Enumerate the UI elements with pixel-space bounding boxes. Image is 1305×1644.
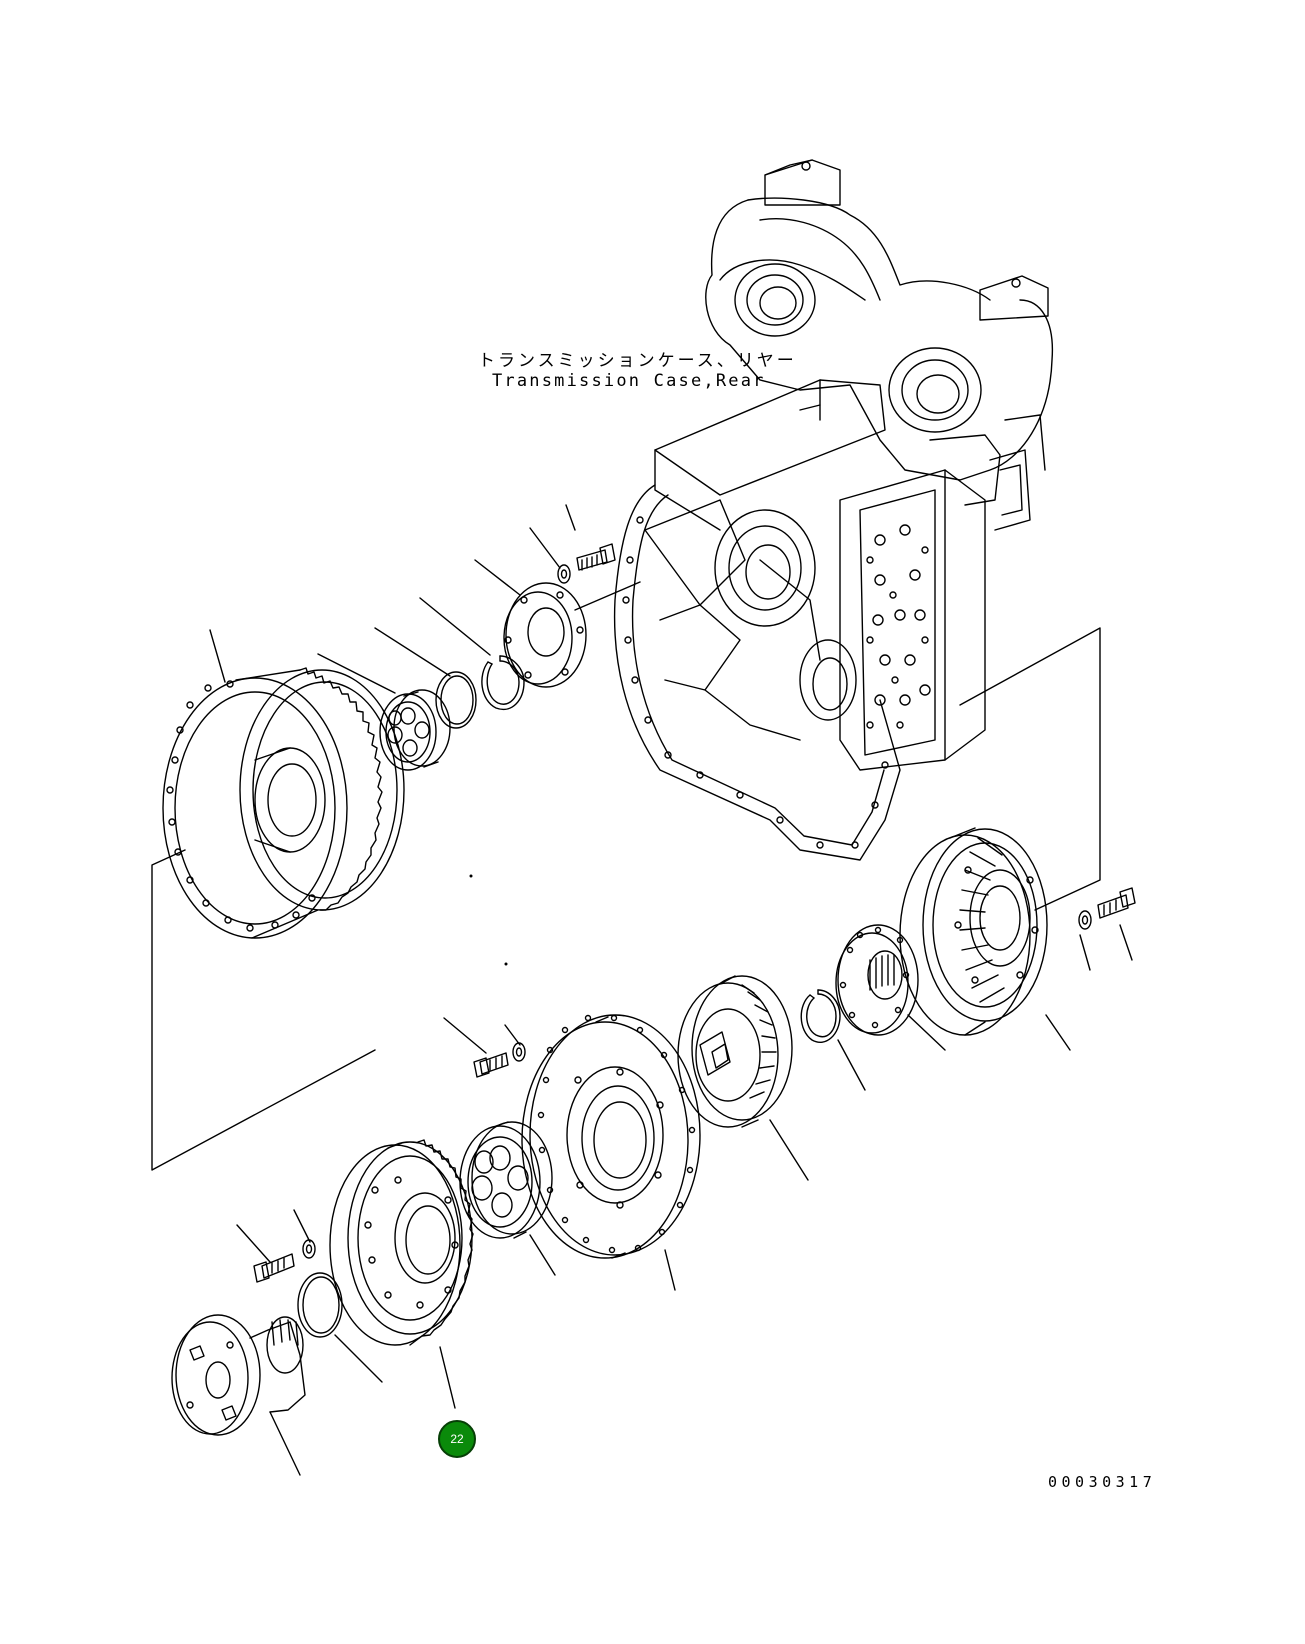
o-ring-lower bbox=[297, 1272, 343, 1338]
scan-dot bbox=[504, 962, 508, 966]
output-flange bbox=[171, 1314, 306, 1436]
bolt-right bbox=[1097, 887, 1136, 919]
stator-turbine bbox=[677, 975, 793, 1128]
washer-top bbox=[557, 564, 571, 584]
bolt-mid bbox=[473, 1052, 509, 1078]
figure-id: 00030317 bbox=[1048, 1473, 1157, 1491]
ring-gear-drum bbox=[162, 667, 405, 939]
drive-gear bbox=[329, 1139, 474, 1346]
leader-lines-upper bbox=[209, 504, 576, 694]
snap-ring-top bbox=[481, 655, 525, 711]
assembly-bracket-left bbox=[151, 849, 376, 1171]
part-callout-22[interactable]: 22 bbox=[438, 1420, 476, 1458]
retainer-plate-top bbox=[503, 582, 587, 688]
bolt-lower-left bbox=[253, 1253, 295, 1283]
leader-lines-lower bbox=[236, 924, 1133, 1476]
washer-lower-left bbox=[302, 1239, 316, 1259]
assembly-leader-upper bbox=[574, 581, 641, 611]
transmission-case-rear bbox=[613, 159, 1054, 861]
pump-housing-right bbox=[899, 827, 1048, 1036]
bolt-top bbox=[576, 543, 616, 571]
o-ring-top bbox=[435, 671, 477, 729]
case-label-english: Transmission Case,Rear bbox=[492, 371, 766, 391]
splined-hub bbox=[835, 924, 919, 1036]
scan-dot bbox=[469, 874, 473, 878]
bearing-lower bbox=[459, 1121, 553, 1239]
case-label-japanese: トランスミッションケース、リヤー bbox=[478, 351, 797, 371]
pump-cover-plate bbox=[521, 1014, 701, 1259]
snap-ring-lower bbox=[800, 989, 841, 1043]
washer-right bbox=[1078, 910, 1092, 930]
bearing-top bbox=[379, 689, 451, 771]
assembly-bracket-right bbox=[959, 627, 1101, 911]
washer-mid bbox=[512, 1042, 526, 1062]
